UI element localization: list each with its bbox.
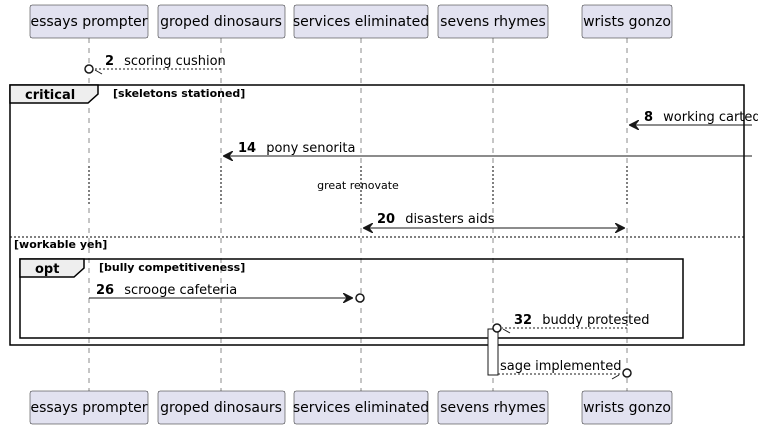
participant-wrists-gonzo-bottom[interactable]: wrists gonzo bbox=[581, 390, 673, 425]
participant-heads-bottom: essays prompter groped dinosaurs service… bbox=[29, 390, 673, 425]
participant-label: groped dinosaurs bbox=[160, 14, 282, 30]
fragment-guard: [skeletons stationed] bbox=[113, 87, 245, 100]
message-number: 26 bbox=[96, 283, 114, 298]
participant-essays-prompter[interactable]: essays prompter bbox=[29, 4, 149, 39]
message-return[interactable]: sage implemented bbox=[498, 359, 632, 380]
message-26[interactable]: 26 scrooge cafeteria bbox=[89, 279, 365, 302]
message-number: 14 bbox=[238, 141, 256, 156]
participant-groped-dinosaurs-bottom[interactable]: groped dinosaurs bbox=[157, 390, 286, 425]
participant-label: groped dinosaurs bbox=[160, 400, 282, 416]
participant-label: essays prompter bbox=[30, 14, 147, 30]
message-number: 32 bbox=[514, 313, 532, 328]
message-text: disasters aids bbox=[405, 212, 495, 227]
participant-heads-top: essays prompter groped dinosaurs service… bbox=[29, 4, 673, 39]
message-text: buddy protested bbox=[542, 313, 649, 328]
message-8[interactable]: 8 working carted bbox=[630, 106, 758, 125]
activation-bar bbox=[487, 328, 499, 376]
message-label: 14 pony senorita bbox=[238, 137, 355, 156]
participant-essays-prompter-bottom[interactable]: essays prompter bbox=[29, 390, 149, 425]
participant-groped-dinosaurs[interactable]: groped dinosaurs bbox=[157, 4, 286, 39]
participant-label: wrists gonzo bbox=[583, 400, 671, 416]
message-text: scrooge cafeteria bbox=[124, 283, 237, 298]
message-number: 2 bbox=[105, 54, 114, 69]
delay-note: great renovate bbox=[317, 179, 399, 192]
message-32[interactable]: 32 buddy protested bbox=[492, 309, 650, 334]
message-label: 2 scoring cushion bbox=[105, 50, 226, 69]
message-label: 32 buddy protested bbox=[514, 309, 650, 328]
participant-label: wrists gonzo bbox=[583, 14, 671, 30]
message-label: 20 disasters aids bbox=[377, 208, 495, 227]
fragment-guard: [bully competitiveness] bbox=[99, 261, 245, 274]
participant-services-eliminated-bottom[interactable]: services eliminated bbox=[293, 390, 429, 425]
participant-sevens-rhymes[interactable]: sevens rhymes bbox=[437, 4, 549, 39]
participant-label: services eliminated bbox=[293, 400, 429, 416]
else-guard: [workable yeh] bbox=[14, 238, 107, 251]
participant-sevens-rhymes-bottom[interactable]: sevens rhymes bbox=[437, 390, 549, 425]
message-14[interactable]: 14 pony senorita bbox=[224, 137, 752, 156]
participant-services-eliminated[interactable]: services eliminated bbox=[293, 4, 429, 39]
participant-label: essays prompter bbox=[30, 400, 147, 416]
message-text: working carted bbox=[663, 110, 758, 125]
message-label: 26 scrooge cafeteria bbox=[96, 279, 237, 298]
fragment-opt: opt [bully competitiveness] bbox=[19, 258, 684, 339]
fragment-else-divider: [workable yeh] bbox=[10, 236, 744, 251]
message-20[interactable]: 20 disasters aids bbox=[364, 208, 624, 228]
participant-label: services eliminated bbox=[293, 14, 429, 30]
fragment-title: opt bbox=[35, 262, 59, 277]
message-number: 8 bbox=[644, 110, 653, 125]
participant-label: sevens rhymes bbox=[440, 400, 546, 416]
message-label: 8 working carted bbox=[644, 106, 758, 125]
message-2[interactable]: 2 scoring cushion bbox=[84, 50, 226, 75]
participant-label: sevens rhymes bbox=[440, 14, 546, 30]
fragment-critical: critical [skeletons stationed] bbox=[9, 84, 745, 346]
message-text: scoring cushion bbox=[124, 54, 226, 69]
message-text: pony senorita bbox=[266, 141, 355, 156]
message-number: 20 bbox=[377, 212, 395, 227]
fragment-title: critical bbox=[25, 88, 75, 103]
participant-wrists-gonzo[interactable]: wrists gonzo bbox=[581, 4, 673, 39]
message-text: sage implemented bbox=[500, 359, 622, 374]
delay-region: great renovate bbox=[84, 166, 632, 206]
